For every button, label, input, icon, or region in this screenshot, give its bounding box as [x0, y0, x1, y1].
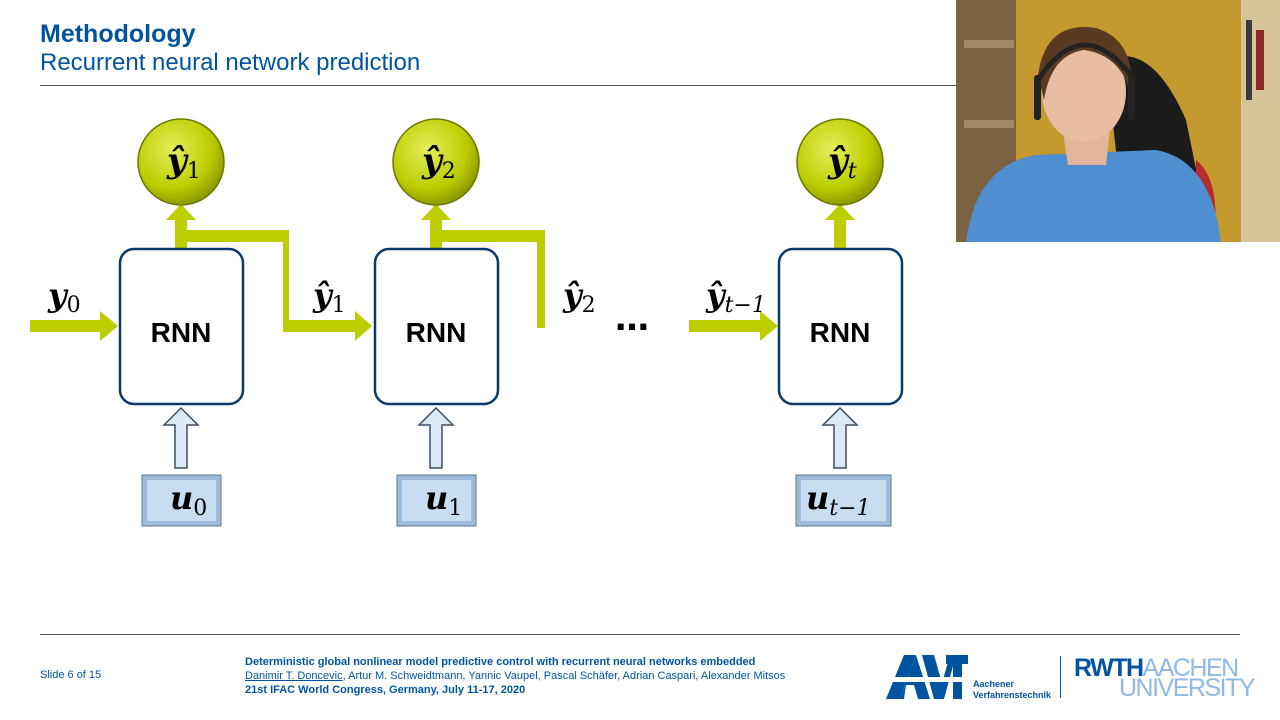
footer-citation: Deterministic global nonlinear model pre… [245, 655, 785, 697]
rwth-logo-bottom: UNIVERSITY [1119, 674, 1256, 702]
input-box-1 [141, 474, 222, 527]
output-node-2 [392, 118, 480, 206]
feed-label-y0: y0 [47, 276, 81, 318]
input-box-2 [396, 474, 477, 527]
rnn-cell-1 [118, 247, 245, 406]
rnn-unrolled-diagram: RNN RNN RNN ŷ1 ŷ2 ŷt u0 u1 ut−1 y0 ŷ1 ŷ2… [30, 118, 904, 527]
footer-paper-title: Deterministic global nonlinear model pre… [245, 656, 756, 668]
rnn-label-3: RNN [810, 317, 871, 348]
input-symbol-1: u0 [170, 479, 207, 521]
output-arrow-2 [421, 204, 451, 248]
slide-subtitle: Recurrent neural network prediction [40, 49, 421, 76]
rnn-cell-2 [373, 247, 500, 406]
feed-label-y2: ŷ2 [562, 276, 596, 318]
feed-label-yt1: ŷt−1 [705, 276, 766, 318]
output-arrow-1 [166, 204, 196, 248]
output-node-3 [796, 118, 884, 206]
rnn-cell-3 [777, 247, 904, 406]
feed-arrow-y2 [436, 230, 545, 328]
input-arrow-1 [162, 406, 200, 469]
output-arrow-3 [825, 204, 855, 248]
output-symbol-3: ŷt [827, 141, 857, 184]
output-node-1 [137, 118, 225, 206]
avt-logo [886, 655, 968, 699]
feed-arrow-y0 [30, 311, 118, 341]
input-arrow-2 [417, 406, 455, 469]
input-symbol-3: ut−1 [806, 479, 871, 521]
ellipsis: … [615, 299, 649, 339]
rnn-label-1: RNN [151, 317, 212, 348]
rwth-logo-top: RWTHAACHEN [1074, 654, 1239, 682]
input-arrow-3 [821, 406, 859, 469]
feed-arrow-y1 [181, 230, 372, 341]
input-box-3 [795, 474, 892, 527]
slide-title: Methodology [40, 20, 196, 48]
input-symbol-2: u1 [425, 479, 462, 521]
feed-label-y1: ŷ1 [312, 276, 346, 318]
slide-number: Slide 6 of 15 [40, 669, 102, 681]
header-divider [40, 85, 956, 86]
feed-arrow-yt1 [689, 311, 778, 341]
output-symbol-1: ŷ1 [166, 141, 201, 184]
footer-coauthors: , Artur M. Schweidtmann, Yannic Vaupel, … [342, 670, 786, 682]
logo-separator [1060, 656, 1061, 698]
rnn-label-2: RNN [406, 317, 467, 348]
webcam-frame [956, 0, 1280, 242]
output-symbol-2: ŷ2 [421, 141, 456, 184]
footer-conference: 21st IFAC World Congress, Germany, July … [245, 684, 526, 696]
footer-authors: Danimir T. Doncevic, Artur M. Schweidtma… [245, 669, 785, 683]
webcam-video [956, 0, 1280, 242]
footer-presenting-author: Danimir T. Doncevic [245, 670, 343, 682]
footer-divider [40, 634, 1240, 635]
